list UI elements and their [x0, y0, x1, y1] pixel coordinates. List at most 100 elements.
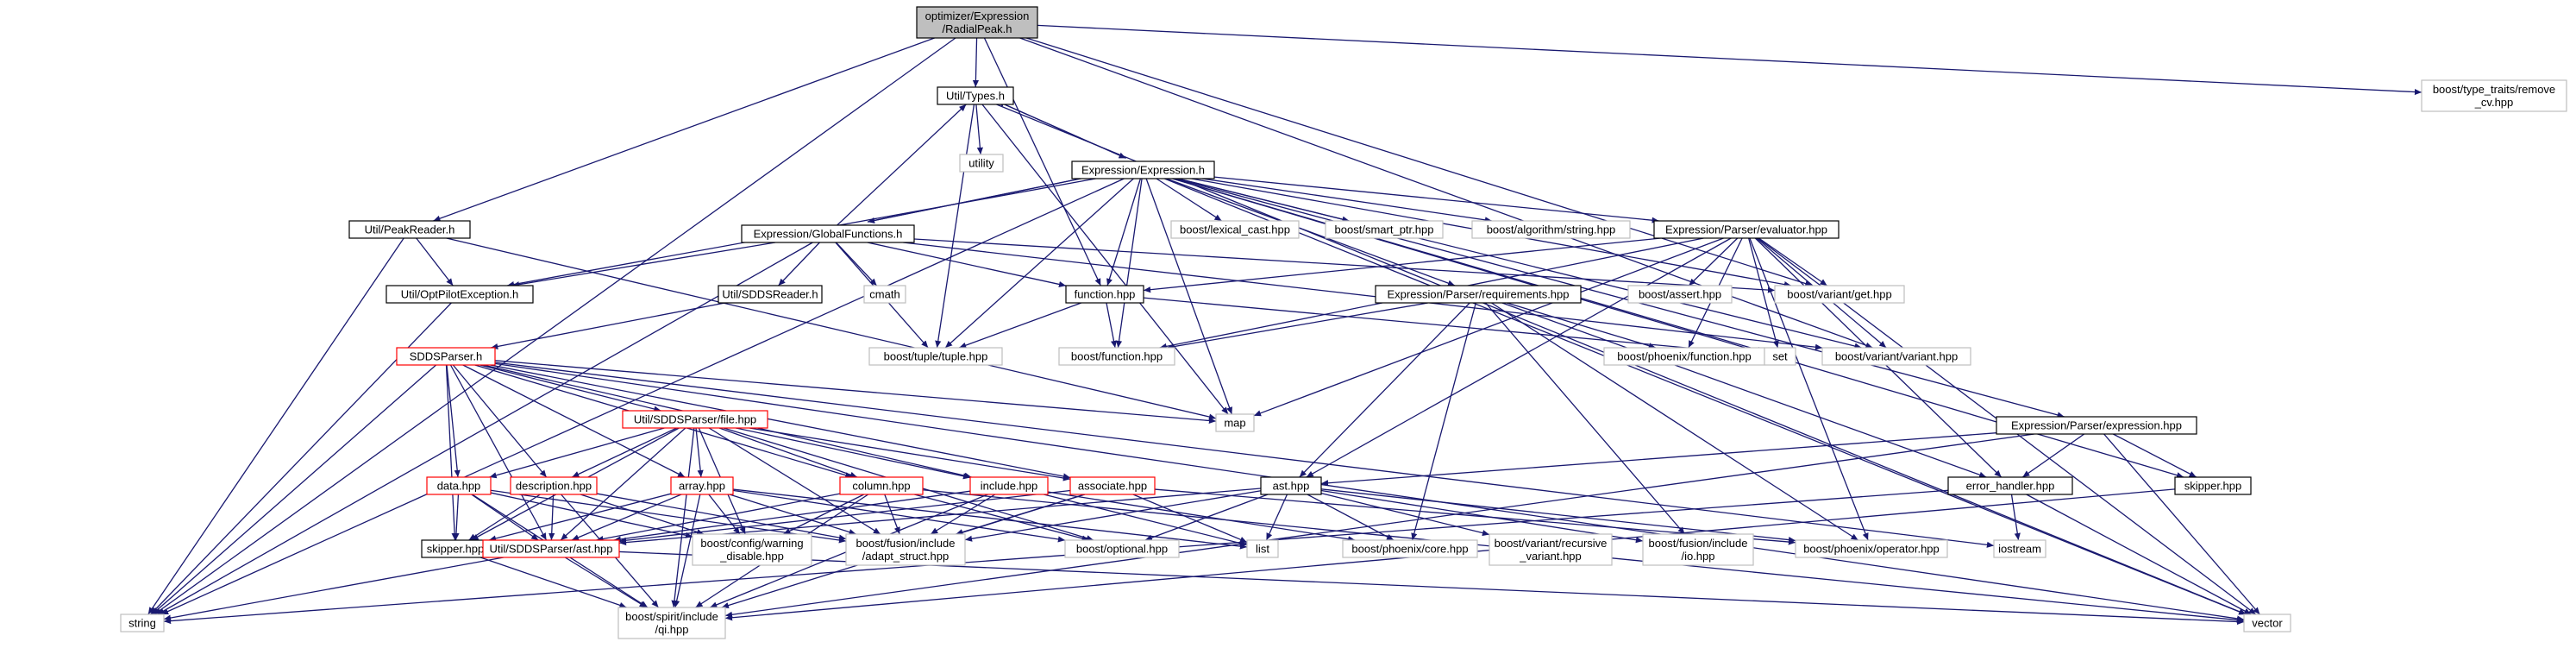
node-type_traits[interactable]: boost/type_traits/remove_cv.hpp	[2421, 79, 2567, 112]
node-set[interactable]: set	[1764, 347, 1796, 366]
node-sdds_ast[interactable]: Util/SDDSParser/ast.hpp	[482, 539, 620, 558]
edge-associate_hpp-to-sdds_ast	[618, 489, 1071, 544]
node-tuple[interactable]: boost/tuple/tuple.hpp	[868, 347, 1003, 366]
node-phoenix_operator[interactable]: boost/phoenix/operator.hpp	[1795, 539, 1948, 558]
node-box	[622, 410, 768, 429]
node-file_hpp[interactable]: Util/SDDSParser/file.hpp	[622, 410, 768, 429]
node-box	[426, 476, 492, 495]
edge-include_hpp-to-list	[1044, 494, 1248, 547]
node-label: skipper.hpp	[2184, 480, 2242, 493]
edge-sdds_ast-to-string	[163, 557, 505, 621]
node-data_hpp[interactable]: data.hpp	[426, 476, 492, 495]
node-lexical_cast[interactable]: boost/lexical_cast.hpp	[1170, 220, 1300, 239]
edge-globalfunctions-to-cmath	[835, 242, 878, 286]
edge-globalfunctions-to-types	[837, 104, 967, 226]
node-label: boost/lexical_cast.hpp	[1180, 223, 1290, 236]
node-vector[interactable]: vector	[2243, 614, 2291, 632]
node-cmath[interactable]: cmath	[863, 285, 906, 304]
node-label: Util/SDDSReader.h	[722, 288, 818, 301]
node-expression_h[interactable]: Expression/Expression.h	[1071, 160, 1215, 179]
node-phoenix_core[interactable]: boost/phoenix/core.hpp	[1342, 539, 1478, 558]
node-label: boost/variant/get.hpp	[1787, 288, 1891, 301]
node-label: /qi.hpp	[655, 623, 688, 636]
node-spirit_qi[interactable]: boost/spirit/include/qi.hpp	[617, 607, 726, 639]
edge-associate_hpp-to-list	[1132, 494, 1248, 544]
node-label: boost/optional.hpp	[1076, 543, 1168, 556]
node-utility[interactable]: utility	[959, 154, 1004, 173]
node-label: boost/variant/recursive	[1495, 537, 1608, 550]
node-array_hpp[interactable]: array.hpp	[670, 476, 734, 495]
node-box	[1795, 539, 1948, 558]
node-label: include.hpp	[981, 480, 1038, 493]
node-label: boost/tuple/tuple.hpp	[884, 350, 988, 363]
node-label: list	[1256, 543, 1269, 556]
node-label: boost/phoenix/operator.hpp	[1803, 543, 1940, 556]
node-list[interactable]: list	[1246, 539, 1279, 558]
edge-file_hpp-to-include_hpp	[736, 427, 971, 480]
node-box	[482, 539, 620, 558]
node-warning_disable[interactable]: boost/config/warning_disable.hpp	[692, 533, 812, 566]
node-boost_assert[interactable]: boost/assert.hpp	[1627, 285, 1733, 304]
node-map[interactable]: map	[1215, 413, 1255, 432]
node-associate_hpp[interactable]: associate.hpp	[1069, 476, 1156, 495]
node-sddsreader[interactable]: Util/SDDSReader.h	[718, 285, 823, 304]
node-algorithm_string[interactable]: boost/algorithm/string.hpp	[1471, 220, 1631, 239]
node-iostream[interactable]: iostream	[1993, 539, 2046, 558]
edge-ast_hpp-to-phoenix_operator	[1320, 488, 1796, 544]
node-sddsparser[interactable]: SDDSParser.h	[396, 347, 496, 366]
edge-evaluator-to-boost_assert	[1688, 237, 1739, 286]
node-box	[741, 224, 915, 243]
edge-include_hpp-to-phoenix_core	[1047, 491, 1356, 543]
node-box	[1170, 220, 1300, 239]
node-box	[1764, 347, 1796, 366]
node-column_hpp[interactable]: column.hpp	[839, 476, 924, 495]
node-smart_ptr[interactable]: boost/smart_ptr.hpp	[1325, 220, 1444, 239]
node-evaluator[interactable]: Expression/Parser/evaluator.hpp	[1653, 220, 1840, 239]
node-function_hpp[interactable]: function.hpp	[1065, 285, 1144, 304]
node-adapt_struct[interactable]: boost/fusion/include/adapt_struct.hpp	[845, 533, 966, 566]
node-box	[1627, 285, 1733, 304]
edge-parser_expression-to-vector	[2103, 433, 2260, 615]
edge-function_hpp-to-boost_function	[1106, 302, 1118, 349]
node-variant_variant[interactable]: boost/variant/variant.hpp	[1821, 347, 1971, 366]
node-optpilotexception[interactable]: Util/OptPilotException.h	[385, 285, 534, 304]
node-globalfunctions[interactable]: Expression/GlobalFunctions.h	[741, 224, 915, 243]
node-fusion_io[interactable]: boost/fusion/include/io.hpp	[1642, 533, 1754, 566]
edge-requirements-to-boost_function	[1167, 302, 1428, 350]
node-peakreader[interactable]: Util/PeakReader.h	[348, 220, 471, 239]
node-box	[1471, 220, 1631, 239]
node-description_hpp[interactable]: description.hpp	[510, 476, 598, 495]
edge-radialpeak-to-function_hpp	[983, 37, 1101, 286]
edges-layer	[147, 24, 2422, 626]
edge-expression_h-to-evaluator	[1213, 176, 1659, 223]
edge-sddsparser-to-sdds_ast	[449, 364, 548, 541]
node-label: Util/SDDSParser/ast.hpp	[489, 543, 612, 556]
edge-expression_h-to-vector	[1164, 178, 2247, 615]
node-ast_hpp[interactable]: ast.hpp	[1260, 476, 1322, 495]
node-radialpeak[interactable]: optimizer/Expression/RadialPeak.h	[916, 6, 1038, 39]
node-error_handler[interactable]: error_handler.hpp	[1947, 476, 2073, 495]
node-include_hpp[interactable]: include.hpp	[969, 476, 1049, 495]
edge-radialpeak-to-peakreader	[433, 37, 935, 222]
node-requirements[interactable]: Expression/Parser/requirements.hpp	[1375, 285, 1582, 304]
node-skipper_right[interactable]: skipper.hpp	[2174, 476, 2252, 495]
node-recursive_variant[interactable]: boost/variant/recursive_variant.hpp	[1489, 533, 1613, 566]
node-box	[670, 476, 734, 495]
node-variant_get[interactable]: boost/variant/get.hpp	[1774, 285, 1905, 304]
edge-include_hpp-to-sdds_ast	[613, 490, 971, 543]
node-label: boost/config/warning	[700, 537, 803, 550]
edge-ast_hpp-to-recursive_variant	[1320, 492, 1490, 537]
edge-evaluator-to-function_hpp	[1143, 237, 1661, 293]
node-types[interactable]: Util/Types.h	[937, 86, 1014, 105]
edge-array_hpp-to-warning_disable	[708, 494, 741, 535]
node-parser_expression[interactable]: Expression/Parser/expression.hpp	[1996, 416, 2197, 435]
node-box	[2243, 614, 2291, 632]
node-string[interactable]: string	[120, 614, 165, 632]
node-skipper_left[interactable]: skipper.hpp	[421, 539, 490, 558]
node-optional[interactable]: boost/optional.hpp	[1064, 539, 1180, 558]
node-box	[1069, 476, 1156, 495]
edge-data_hpp-to-skipper_left	[453, 494, 460, 541]
node-phoenix_function[interactable]: boost/phoenix/function.hpp	[1603, 347, 1765, 366]
node-boost_function[interactable]: boost/function.hpp	[1058, 347, 1175, 366]
node-label: Util/SDDSParser/file.hpp	[634, 413, 756, 426]
